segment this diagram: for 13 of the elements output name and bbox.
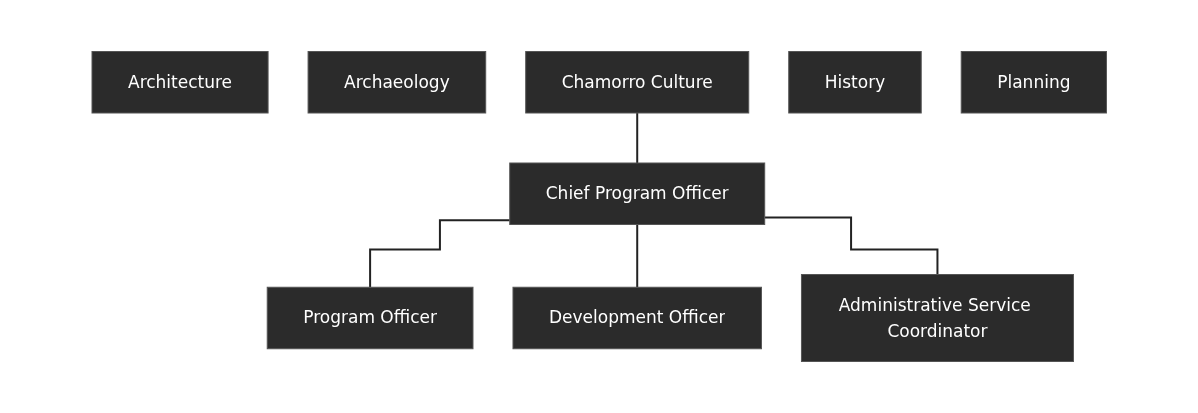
- node-box: Architecture: [91, 51, 269, 114]
- node-box: Planning: [960, 51, 1107, 114]
- node-box: Administrative Service Coordinator: [800, 274, 1074, 362]
- connector: [636, 112, 638, 164]
- connector: [763, 216, 939, 276]
- connector: [368, 219, 511, 289]
- connector: [636, 223, 638, 289]
- node-box: History: [788, 51, 922, 114]
- node-box: Archaeology: [307, 51, 486, 114]
- node-box: Program Officer: [266, 286, 474, 350]
- node-box: Chief Program Officer: [509, 162, 765, 225]
- node-box: Development Officer: [512, 286, 762, 350]
- node-box: Chamorro Culture: [524, 51, 749, 114]
